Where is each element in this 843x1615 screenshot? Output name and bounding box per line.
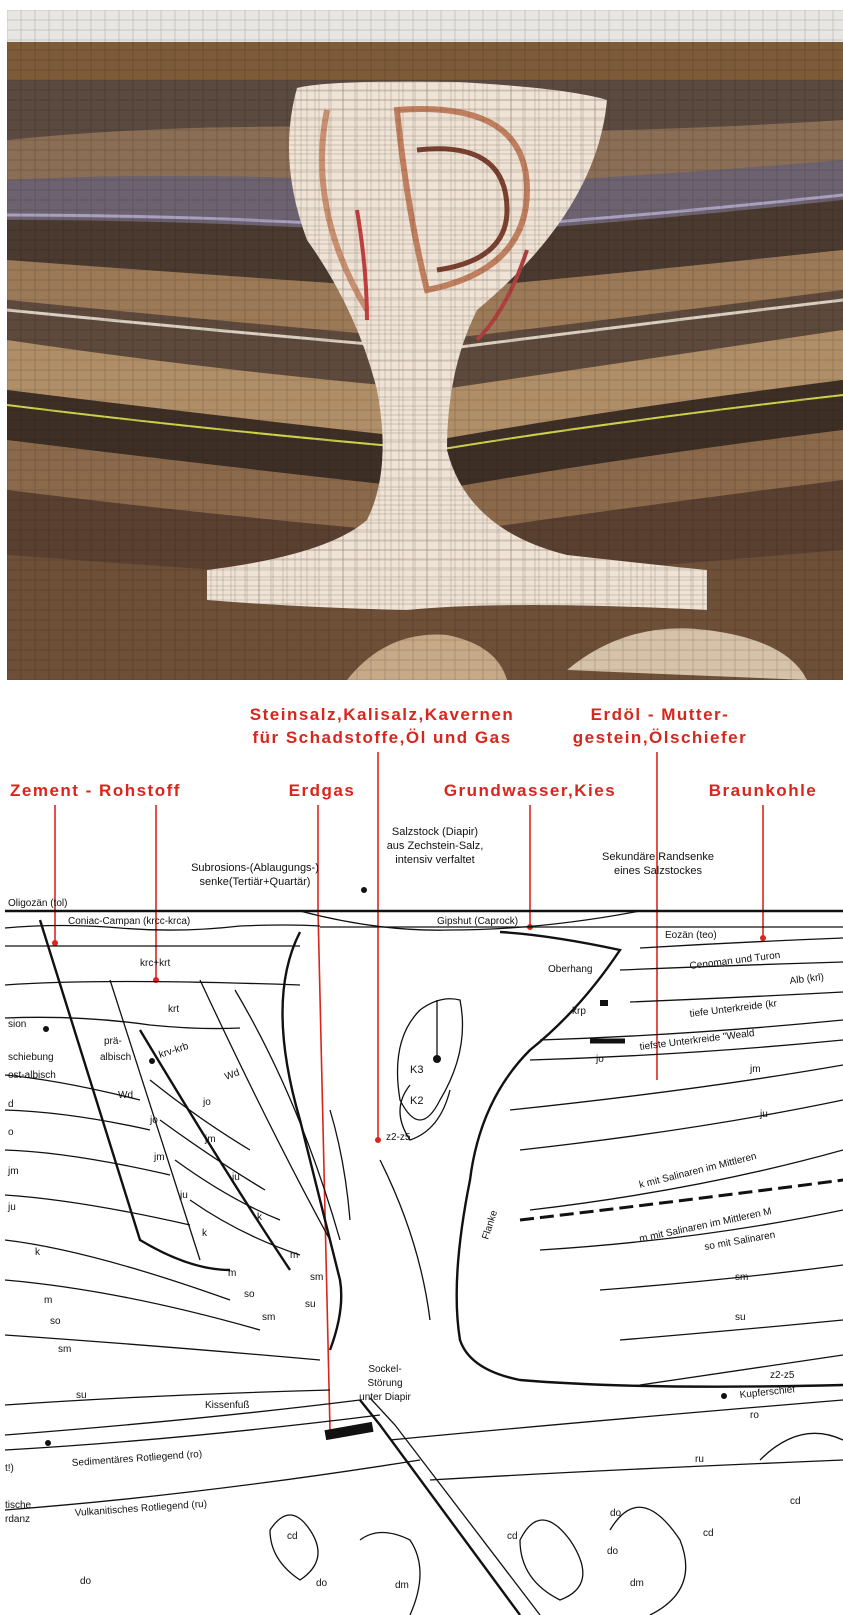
label-k2: K2 <box>410 1095 423 1107</box>
heading-erdgas: Erdgas <box>289 781 356 800</box>
note-salzstock-1: Salzstock (Diapir) <box>392 826 478 838</box>
label-ju-2: ju <box>179 1190 188 1201</box>
label-cd-r2: cd <box>507 1531 518 1542</box>
label-tiefeuk: tiefe Unterkreide (kr <box>689 998 778 1020</box>
heading-steinsalz-2: für Schadstoffe,Öl und Gas <box>252 728 511 747</box>
label-z2z5: z2-z5 <box>386 1132 411 1143</box>
label-jm-2: jm <box>153 1152 165 1163</box>
note-randsenke-2: eines Salzstockes <box>614 865 703 877</box>
label-sm-r: sm <box>735 1272 748 1283</box>
label-krvkrb: krv-krb <box>158 1041 191 1061</box>
label-k3: K3 <box>410 1064 423 1076</box>
label-jo: jo <box>149 1115 158 1126</box>
label-sm-2: sm <box>262 1312 275 1323</box>
label-jo-r: jo <box>595 1054 604 1065</box>
label-prae: prä- <box>104 1036 122 1047</box>
label-tische: tische <box>5 1500 32 1511</box>
label-k-3: k <box>257 1212 263 1223</box>
label-su-2: su <box>305 1299 316 1310</box>
label-alb: Alb (krl) <box>789 972 825 987</box>
label-wd-2: Wd <box>223 1067 241 1082</box>
label-k-2: k <box>202 1228 208 1239</box>
label-sockel-3: unter Diapir <box>359 1392 411 1403</box>
label-postalbisch: ost-albisch <box>8 1070 56 1081</box>
label-m: m <box>44 1295 52 1306</box>
label-ju: ju <box>7 1202 16 1213</box>
label-wd: Wd <box>118 1090 133 1101</box>
label-m-3: m <box>290 1250 298 1261</box>
label-d: d <box>8 1099 14 1110</box>
heading-steinsalz: Steinsalz,Kalisalz,Kavernen <box>250 705 514 724</box>
label-ju-r: ju <box>759 1109 768 1120</box>
note-subrosion-1: Subrosions-(Ablaugungs-) <box>191 862 319 874</box>
label-m-2: m <box>228 1268 236 1279</box>
heading-grundwasser: Grundwasser,Kies <box>444 781 616 800</box>
heading-erdoel-2: gestein,Ölschiefer <box>573 728 747 747</box>
label-sm: sm <box>58 1344 71 1355</box>
label-su-r: su <box>735 1312 746 1323</box>
label-do-2: do <box>316 1578 328 1589</box>
label-sockel-1: Sockel- <box>368 1364 401 1375</box>
label-do-r: do <box>610 1508 622 1519</box>
label-oberhang: Oberhang <box>548 964 592 975</box>
label-gipshut: Gipshut (Caprock) <box>437 916 518 927</box>
heading-braunkohle: Braunkohle <box>709 781 818 800</box>
label-rdanz: rdanz <box>5 1514 30 1525</box>
label-kissenfuss: Kissenfuß <box>205 1400 249 1411</box>
label-dm-r: dm <box>630 1578 644 1589</box>
label-so-2: so <box>244 1289 255 1300</box>
label-so: so <box>50 1316 61 1327</box>
heading-erdoel: Erdöl - Mutter- <box>591 705 730 724</box>
label-dm: dm <box>395 1580 409 1591</box>
label-ru-r: ru <box>695 1454 704 1465</box>
heading-zement: Zement - Rohstoff <box>10 781 181 800</box>
label-do: do <box>80 1576 92 1587</box>
label-albisch: albisch <box>100 1052 131 1063</box>
label-sion: sion <box>8 1019 26 1030</box>
label-sm-3: sm <box>310 1272 323 1283</box>
mosaic-photo <box>7 10 843 680</box>
label-schiebung: schiebung <box>8 1052 54 1063</box>
label-ro-r: ro <box>750 1410 759 1421</box>
left-fault-block <box>5 920 420 1510</box>
label-t1: t!) <box>5 1463 14 1474</box>
note-randsenke-1: Sekundäre Randsenke <box>602 851 714 863</box>
label-cd-r: cd <box>790 1496 801 1507</box>
label-jo-2: jo <box>202 1097 211 1108</box>
geology-diagram: Steinsalz,Kalisalz,Kavernen für Schadsto… <box>0 680 843 1615</box>
label-cd-r3: cd <box>703 1528 714 1539</box>
label-rotl-sed: Sedimentäres Rotliegend (ro) <box>71 1449 202 1469</box>
label-jm-r: jm <box>749 1064 761 1075</box>
label-flanke: Flanke <box>480 1209 500 1241</box>
label-do-r2: do <box>607 1546 619 1557</box>
label-somit: so mit Salinaren <box>704 1230 777 1253</box>
label-jm-3: jm <box>204 1134 216 1145</box>
label-ju-3: ju <box>231 1172 240 1183</box>
label-krckrt: krc+krt <box>140 958 171 969</box>
label-cenoman: Cenoman und Turon <box>689 950 781 972</box>
label-su: su <box>76 1390 87 1401</box>
label-kmit: k mit Salinaren im Mittleren <box>638 1151 758 1191</box>
label-sockel-2: Störung <box>367 1378 402 1389</box>
label-k: k <box>35 1247 41 1258</box>
label-o: o <box>8 1127 14 1138</box>
note-salzstock-2: aus Zechstein-Salz, <box>387 840 484 852</box>
label-krp: krp <box>572 1006 586 1017</box>
label-eozaen: Eozän (teo) <box>665 930 717 941</box>
label-cd: cd <box>287 1531 298 1542</box>
label-coniac: Coniac-Campan (krcc-krca) <box>68 916 190 927</box>
label-z2z5-r: z2-z5 <box>770 1370 795 1381</box>
label-jm: jm <box>7 1166 19 1177</box>
label-oligozaen: Oligozän (tol) <box>8 898 67 909</box>
note-salzstock-3: intensiv verfaltet <box>395 854 474 866</box>
label-krt: krt <box>168 1004 179 1015</box>
note-subrosion-2: senke(Tertiär+Quartär) <box>200 876 311 888</box>
